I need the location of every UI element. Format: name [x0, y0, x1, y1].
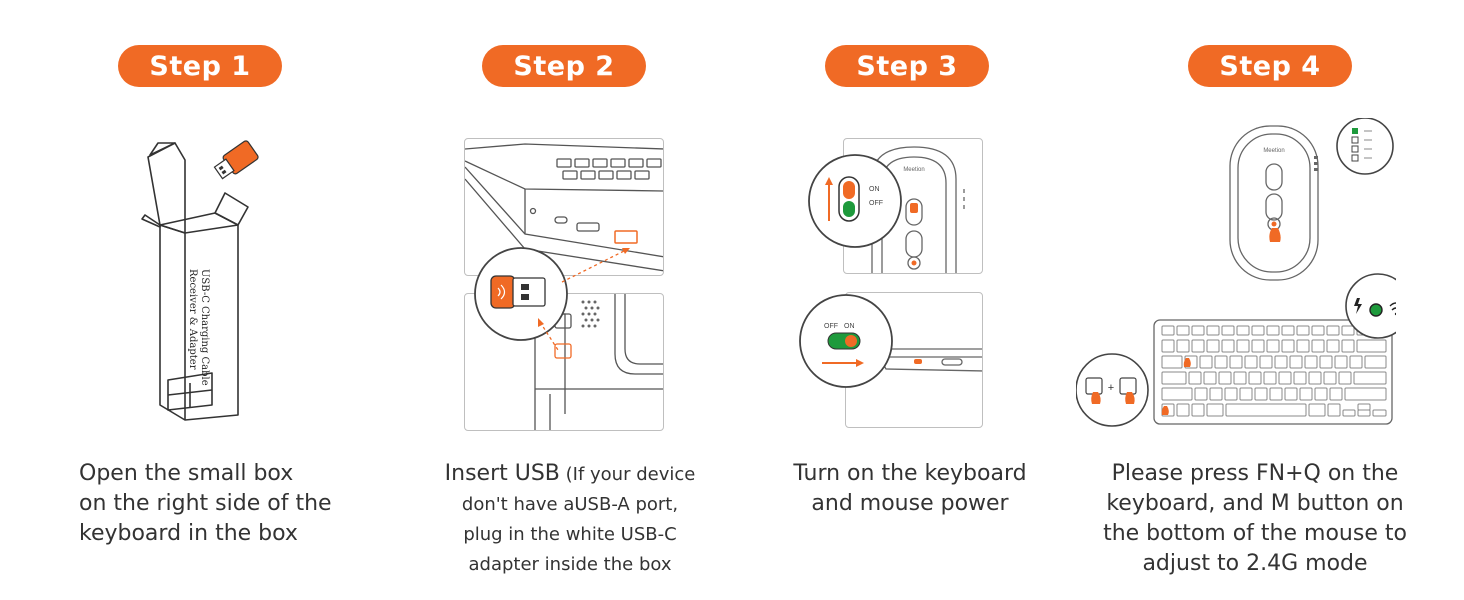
- box-label-line-2: Receiver & Adapter: [187, 269, 198, 370]
- step-1-line-1: Open the small box: [79, 461, 294, 486]
- insert-arrows: [538, 248, 630, 351]
- step-2-line-2: don't have aUSB-A port,: [461, 494, 679, 515]
- keyboard-switch-on-label: ON: [844, 323, 855, 330]
- step-1-line-3: keyboard in the box: [79, 521, 298, 546]
- laptop-side-drawing: [465, 143, 663, 272]
- box-label-line-1: USB-C Charging Cable: [199, 269, 210, 386]
- mouse-switch-zoom: ON OFF: [807, 153, 903, 249]
- mouse-top-illustration: Meetion: [1228, 117, 1408, 282]
- step-2-badge: Step 2: [482, 45, 646, 87]
- step-4-badge: Step 4: [1188, 45, 1352, 87]
- step-1-badge: Step 1: [118, 45, 282, 87]
- mouse-brand-label: Meetion: [903, 167, 924, 173]
- step-3-badge: Step 3: [825, 45, 989, 87]
- switch-on-label: ON: [869, 186, 880, 193]
- keyboard-power-switch-icon: OFF ON: [799, 294, 893, 388]
- keyboard-switch-zoom: OFF ON: [798, 293, 894, 389]
- step-4-description: Please press FN+Q on the keyboard, and M…: [1070, 459, 1440, 579]
- step-2-line-4: adapter inside the box: [468, 554, 672, 575]
- step-3-line-2: and mouse power: [811, 491, 1009, 516]
- step-2-description: Insert USB (If your device don't have aU…: [420, 459, 720, 580]
- step-1-line-2: on the right side of the: [79, 491, 332, 516]
- usb-receiver-zoom: [473, 246, 569, 342]
- box-label: USB-C Charging Cable Receiver & Adapter: [186, 269, 210, 419]
- laptop-port-panel: [464, 138, 664, 276]
- step-4-line-3: the bottom of the mouse to: [1103, 521, 1407, 546]
- mouse-top-brand-label: Meetion: [1263, 148, 1284, 154]
- step-1-description: Open the small box on the right side of …: [79, 459, 379, 549]
- step-4-line-2: keyboard, and M button on: [1106, 491, 1404, 516]
- step-4-line-1: Please press FN+Q on the: [1111, 461, 1399, 486]
- step-2-line-1-note: (If your device: [559, 464, 696, 485]
- key-plus-sign: +: [1108, 382, 1114, 394]
- open-box-drawing: [141, 140, 259, 421]
- step-3-description: Turn on the keyboard and mouse power: [760, 459, 1060, 519]
- step-2-line-1-main: Insert USB: [444, 461, 560, 486]
- keyboard-top-illustration: +: [1075, 272, 1411, 430]
- keyboard-switch-off-label: OFF: [824, 323, 838, 330]
- step-3-line-1: Turn on the keyboard: [793, 461, 1027, 486]
- mouse-mode-drawing: Meetion: [1229, 117, 1394, 281]
- step-4-line-4: adjust to 2.4G mode: [1142, 551, 1368, 576]
- usb-receiver-icon: [474, 247, 568, 341]
- switch-off-label: OFF: [869, 200, 883, 207]
- step-1-illustration: USB-C Charging Cable Receiver & Adapter: [130, 135, 280, 425]
- power-switch-icon: ON OFF: [808, 154, 902, 248]
- step-2-line-3: plug in the white USB-C: [463, 524, 677, 545]
- keyboard-mode-drawing: +: [1075, 273, 1411, 427]
